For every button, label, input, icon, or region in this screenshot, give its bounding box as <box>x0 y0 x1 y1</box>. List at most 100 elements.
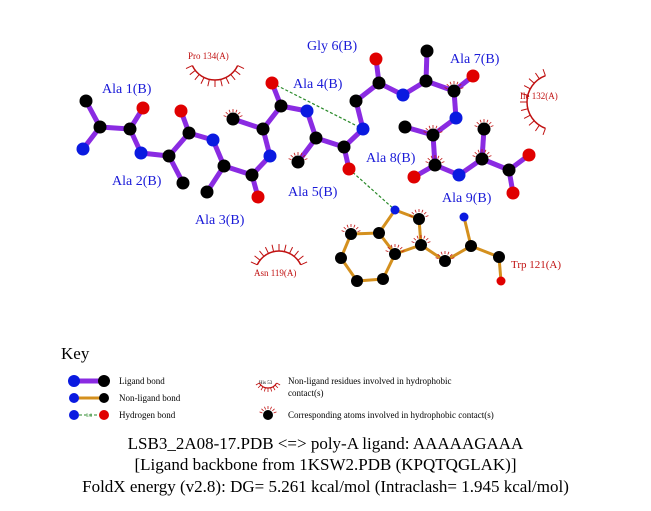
oxygen-atom <box>506 186 520 200</box>
carbon-atom <box>335 252 347 264</box>
carbon-atom <box>398 120 412 134</box>
carbon-atom <box>274 99 288 113</box>
label-ala9: Ala 9(B) <box>442 191 492 206</box>
carbon-atom <box>465 240 477 252</box>
hydrophobic-contact-marker <box>385 244 405 252</box>
hydrophobic-contact-marker <box>411 235 431 243</box>
carbon-atom <box>377 273 389 285</box>
carbon-atom <box>426 128 440 142</box>
key-hydrophobic-atom-icon <box>263 410 273 420</box>
carbon-atom <box>291 155 305 169</box>
hydrophobic-contact-marker <box>425 155 445 163</box>
key-example-residue: His 53 <box>259 381 273 386</box>
key-nonligand-bond-label: Non-ligand bond <box>119 393 181 403</box>
carbon-atom <box>79 94 93 108</box>
key-hydrophobic-arc-icon <box>255 382 281 392</box>
key-hydrophobic-atom-spokes <box>259 406 277 414</box>
arc-spokes <box>520 68 546 136</box>
carbon-atom <box>182 126 196 140</box>
carbon-atom <box>123 122 137 136</box>
nitrogen-atom <box>449 111 463 125</box>
carbon-atom <box>351 275 363 287</box>
key-nitrogen-atom <box>69 410 79 420</box>
carbon-atom <box>93 120 107 134</box>
key-ligand-bond-label: Ligand bond <box>119 376 165 386</box>
nitrogen-atom <box>134 146 148 160</box>
label-ala8: Ala 8(B) <box>366 151 416 166</box>
carbon-atom <box>447 84 461 98</box>
nitrogen-atom <box>263 149 277 163</box>
key-nitrogen-atom <box>69 393 79 403</box>
carbon-atom <box>349 94 363 108</box>
carbon-atom <box>413 213 425 225</box>
carbon-atom <box>200 185 214 199</box>
hydrophobic-arc-pro134-icon <box>185 65 245 87</box>
oxygen-atom <box>522 148 536 162</box>
carbon-atom <box>389 248 401 260</box>
arc-spokes <box>250 244 308 266</box>
carbon-atom <box>226 112 240 126</box>
carbon-atom <box>372 76 386 90</box>
nitrogen-atom <box>356 122 370 136</box>
hydrophobic-contact-marker <box>223 109 243 117</box>
key-nitrogen-atom <box>68 375 80 387</box>
label-ala7: Ala 7(B) <box>450 52 500 67</box>
hydrophobic-contact-marker <box>341 224 361 232</box>
label-ile132: Ile 132(A) <box>520 91 558 101</box>
atom-spokes <box>259 406 277 414</box>
arc-spokes <box>185 65 245 87</box>
nitrogen-atom <box>390 205 400 215</box>
carbon-atom <box>162 149 176 163</box>
key-corresponding-atoms-label: Corresponding atoms involved in hydropho… <box>288 410 494 420</box>
key-carbon-atom <box>99 393 109 403</box>
nitrogen-atom <box>76 142 90 156</box>
label-pro134: Pro 134(A) <box>188 51 229 61</box>
carbon-atom <box>477 122 491 136</box>
label-asn119: Asn 119(A) <box>254 268 296 278</box>
oxygen-atom <box>496 276 506 286</box>
hydrophobic-contact-marker <box>423 125 443 133</box>
key-hbond-label: Hydrogen bond <box>119 410 176 420</box>
key-hbond-distance: 3.0 <box>86 414 93 419</box>
key-oxygen-atom <box>99 410 109 420</box>
caption-line-3: FoldX energy (v2.8): DG= 5.261 kcal/mol … <box>82 477 569 496</box>
hydrophobic-contact-marker <box>409 209 429 217</box>
carbon-atom <box>337 140 351 154</box>
caption-line-1: LSB3_2A08-17.PDB <=> poly-A ligand: AAAA… <box>127 434 524 453</box>
hydrophobic-contact-marker <box>435 251 455 259</box>
hydrophobic-arc-asn119-icon <box>250 244 308 266</box>
oxygen-atom <box>342 162 356 176</box>
carbon-atom <box>420 44 434 58</box>
carbon-atom <box>493 251 505 263</box>
label-ala1: Ala 1(B) <box>102 82 152 97</box>
carbon-atom <box>176 176 190 190</box>
carbon-atom <box>309 131 323 145</box>
nitrogen-atom <box>452 168 466 182</box>
label-ala4: Ala 4(B) <box>293 77 343 92</box>
carbon-atom <box>439 255 451 267</box>
hydrophobic-contact-marker <box>474 119 494 127</box>
carbon-atom <box>345 228 357 240</box>
carbon-atom <box>415 239 427 251</box>
carbon-atom <box>217 159 231 173</box>
carbon-atom <box>419 74 433 88</box>
hydrogen-bond <box>348 168 396 211</box>
carbon-atom <box>256 122 270 136</box>
nitrogen-atom <box>300 104 314 118</box>
key-carbon-atom <box>98 375 110 387</box>
nitrogen-atom <box>396 88 410 102</box>
oxygen-atom <box>369 52 383 66</box>
hydrophobic-contact-marker <box>288 152 308 160</box>
label-gly6: Gly 6(B) <box>307 39 358 54</box>
key-nonligand-residues-label: Non-ligand residues involved in hydropho… <box>288 376 451 386</box>
carbon-atom <box>475 152 489 166</box>
oxygen-atom <box>466 69 480 83</box>
hydrophobic-arc-ile132-icon <box>520 68 546 136</box>
hydrogen-bond <box>271 82 364 130</box>
carbon-atom <box>245 168 259 182</box>
carbon-atom <box>502 163 516 177</box>
key-legend: Key Ligand bond Non-ligand bond 3.0 Hydr… <box>61 344 494 420</box>
hydrophobic-contact-marker <box>444 81 464 89</box>
label-ala3: Ala 3(B) <box>195 213 245 228</box>
